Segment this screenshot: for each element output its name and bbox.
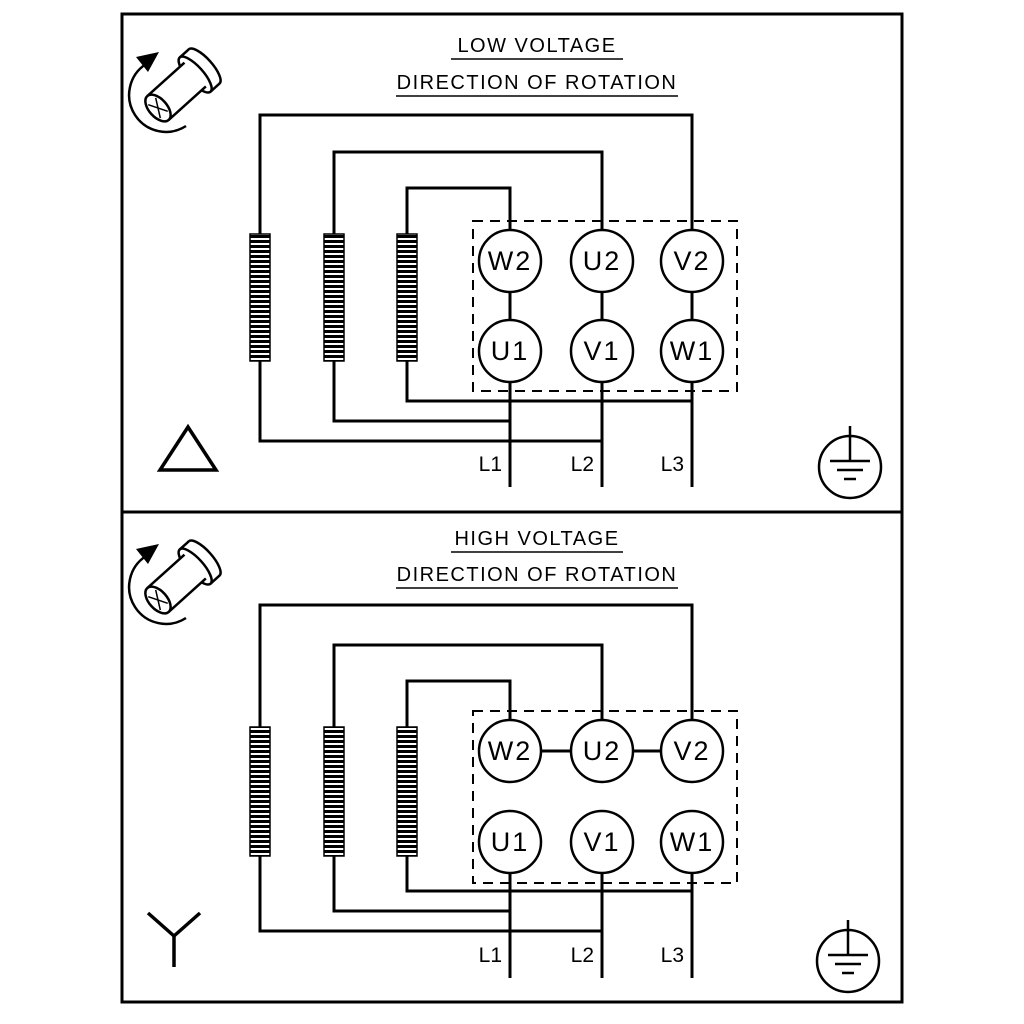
terminal-v1 (569, 318, 635, 384)
motor-windings (249, 233, 418, 362)
terminal-label: V1 (583, 827, 620, 857)
terminal-w2 (477, 718, 543, 784)
supply-line-label: L3 (661, 453, 684, 476)
face-cross-2 (154, 589, 162, 611)
terminal-v1 (569, 809, 635, 875)
terminal-label: U2 (583, 246, 622, 276)
supply-line-label: L1 (479, 453, 502, 476)
ground-icon (817, 426, 883, 500)
rotation-arrowhead-icon (136, 52, 159, 72)
terminal-w1 (659, 318, 725, 384)
ground-icon (815, 920, 881, 994)
terminal-label: U1 (491, 336, 530, 366)
rotation-arrowhead-icon (136, 544, 159, 564)
wire-phase-w (405, 186, 694, 403)
terminal-label: V1 (583, 336, 620, 366)
terminal-label: U1 (491, 827, 530, 857)
panel-subtitle: DIRECTION OF ROTATION (397, 564, 678, 586)
winding-coil (249, 233, 271, 362)
winding-coil (396, 726, 418, 857)
star-arm-left (146, 911, 176, 938)
terminal-board: W2 U2 V2 U1 V1 W1 (472, 220, 738, 392)
shaft-body (144, 539, 222, 615)
star-symbol-icon (146, 911, 202, 967)
star-arm-right (172, 911, 202, 938)
terminal-label: W2 (488, 736, 533, 766)
supply-line-label: L3 (661, 944, 684, 967)
supply-line-label: L2 (571, 453, 594, 476)
motor-shaft-icon (127, 47, 222, 134)
wire-phase-u (332, 150, 604, 423)
supply-leads: L1 L2 L3 (479, 382, 694, 487)
terminal-board-outline (472, 710, 738, 884)
panel-high-voltage: HIGH VOLTAGE DIRECTION OF ROTATION (120, 510, 904, 1004)
shaft-bottom-line (167, 85, 207, 121)
motor-windings (249, 726, 418, 857)
rotation-arrow (127, 554, 187, 626)
terminal-v2 (659, 228, 725, 294)
panel-border (120, 510, 904, 1004)
shaft-top-line (146, 61, 186, 98)
panel-subtitle: DIRECTION OF ROTATION (397, 72, 678, 94)
shaft-bottom-line (167, 577, 207, 613)
terminal-u2 (569, 228, 635, 294)
terminal-w2 (477, 228, 543, 294)
wire-phase-w (405, 679, 694, 893)
winding-coil (396, 233, 418, 362)
supply-line-label: L1 (479, 944, 502, 967)
face-cross-2 (154, 97, 162, 119)
winding-coil (323, 233, 345, 362)
supply-line-label: L2 (571, 944, 594, 967)
shaft-top-line (146, 553, 186, 590)
motor-shaft-icon (127, 539, 222, 626)
panel-title: HIGH VOLTAGE (454, 528, 619, 550)
terminal-v2 (659, 718, 725, 784)
panel-title: LOW VOLTAGE (457, 35, 616, 57)
winding-coil (249, 726, 271, 857)
terminal-label: W2 (488, 246, 533, 276)
winding-coil (323, 726, 345, 857)
panel-low-voltage: LOW VOLTAGE DIRECTION OF ROTATION (120, 12, 904, 514)
shaft-body (144, 47, 222, 123)
terminal-label: U2 (583, 736, 622, 766)
terminal-board: W2 U2 V2 U1 V1 W1 (472, 710, 738, 884)
terminal-w1 (659, 809, 725, 875)
terminal-u1 (477, 809, 543, 875)
terminal-board-outline (472, 220, 738, 392)
delta-symbol-icon (156, 423, 220, 472)
terminal-u2 (569, 718, 635, 784)
wire-phase-u (332, 643, 604, 913)
terminal-label: V2 (673, 246, 710, 276)
terminal-label: W1 (670, 336, 715, 366)
supply-leads: L1 L2 L3 (479, 873, 694, 978)
terminal-label: W1 (670, 827, 715, 857)
terminal-label: V2 (673, 736, 710, 766)
rotation-arrow (127, 62, 187, 134)
terminal-u1 (477, 318, 543, 384)
